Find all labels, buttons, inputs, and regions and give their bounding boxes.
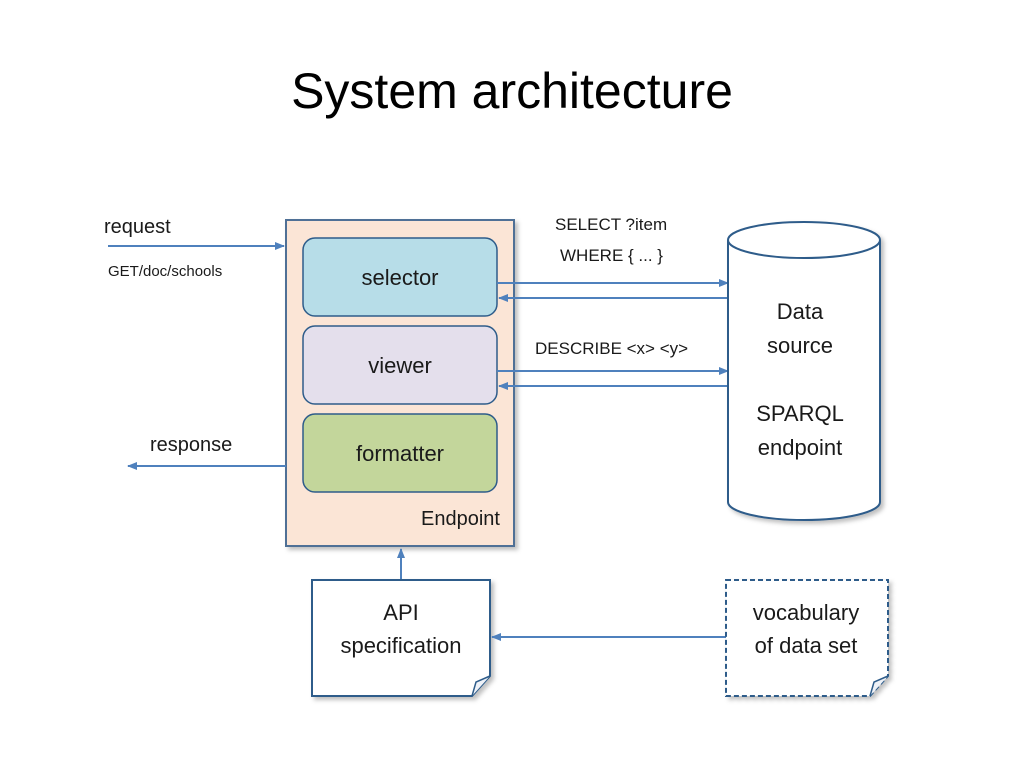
data-source-line3: SPARQL bbox=[756, 401, 844, 426]
request-path-label: GET/doc/schools bbox=[108, 263, 222, 280]
data-source-line1: Data bbox=[777, 299, 824, 324]
data-source-cylinder bbox=[727, 221, 881, 521]
response-arrow: response bbox=[127, 434, 286, 470]
viewer-component: viewer bbox=[302, 325, 498, 405]
describe-query-label: DESCRIBE <x> <y> bbox=[535, 339, 688, 358]
data-source-line2: source bbox=[767, 333, 833, 358]
api-spec-line2: specification bbox=[340, 633, 461, 658]
request-arrow: request GET/doc/schools bbox=[104, 216, 285, 280]
vocabulary-document bbox=[725, 579, 889, 697]
select-query-line1: SELECT ?item bbox=[555, 215, 667, 234]
describe-query-arrows: DESCRIBE <x> <y> bbox=[497, 339, 729, 390]
formatter-component: formatter bbox=[302, 413, 498, 493]
selector-label: selector bbox=[361, 265, 438, 290]
selector-component: selector bbox=[302, 237, 498, 317]
api-spec-line1: API bbox=[383, 600, 418, 625]
vocabulary-line2: of data set bbox=[755, 633, 858, 658]
vocabulary-line1: vocabulary bbox=[753, 600, 859, 625]
data-source-line4: endpoint bbox=[758, 435, 842, 460]
slide-title: System architecture bbox=[291, 63, 733, 119]
select-query-arrows: SELECT ?item WHERE { ... } bbox=[497, 215, 729, 302]
response-label: response bbox=[150, 434, 232, 456]
select-query-line2: WHERE { ... } bbox=[560, 246, 663, 265]
viewer-label: viewer bbox=[368, 353, 432, 378]
formatter-label: formatter bbox=[356, 441, 444, 466]
endpoint-label: Endpoint bbox=[421, 508, 500, 530]
api-specification-document bbox=[311, 579, 491, 697]
request-label: request bbox=[104, 216, 171, 238]
